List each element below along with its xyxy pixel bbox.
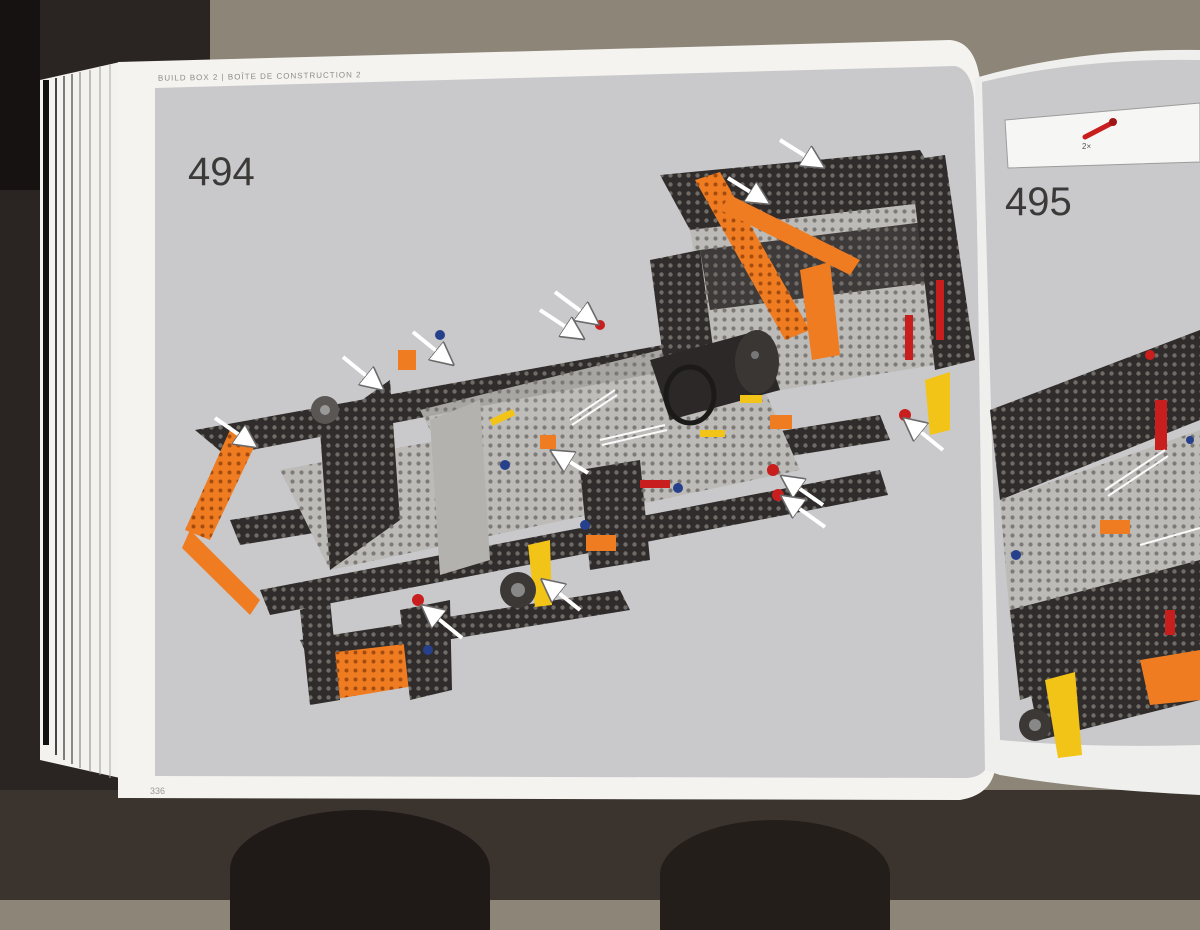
instruction-arrows: [213, 138, 945, 640]
step-number-right: 495: [1005, 180, 1072, 224]
desk-edge: [0, 0, 40, 190]
chassis-model: [182, 150, 975, 705]
page-stack-edges: [40, 62, 120, 778]
page-number: 336: [150, 786, 166, 796]
floor: [0, 790, 1200, 900]
step-number-left: 494: [188, 150, 255, 194]
wheel-hub-rear: [311, 396, 339, 424]
chassis-model-step-495: [990, 330, 1200, 758]
wheel-hub-front: [500, 572, 536, 608]
instruction-book: [40, 40, 1200, 800]
parts-quantity: 2×: [1082, 142, 1092, 151]
red-axle-pin-icon: [1082, 118, 1117, 140]
parts-callout-box: [1004, 102, 1200, 169]
